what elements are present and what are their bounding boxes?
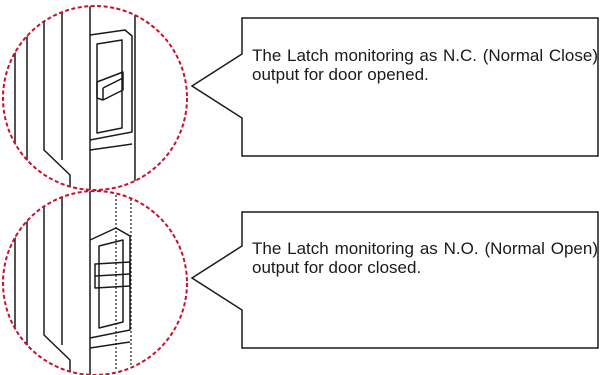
latch-closed-drawing	[14, 191, 132, 375]
callout-box-no	[190, 211, 599, 349]
latch-open-detail	[2, 5, 188, 191]
callout-text-no: The Latch monitoring as N.O. (Normal Ope…	[252, 239, 598, 277]
latch-open-drawing	[14, 6, 136, 190]
callout-text-nc: The Latch monitoring as N.C. (Normal Clo…	[252, 46, 598, 84]
latch-closed-detail	[2, 190, 188, 375]
callout-box-nc	[190, 17, 599, 157]
detail-circle-bottom	[2, 190, 188, 375]
